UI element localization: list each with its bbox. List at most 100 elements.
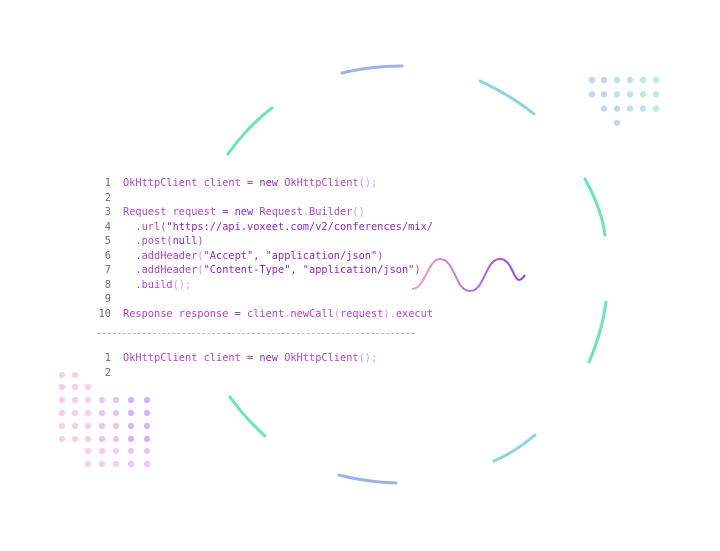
dot <box>613 105 621 112</box>
dot <box>112 422 120 430</box>
code-token: (); <box>358 177 378 189</box>
code-token: newCall <box>290 307 334 320</box>
dot <box>98 435 106 443</box>
dot <box>71 383 79 391</box>
dot <box>71 422 79 430</box>
code-token: null <box>172 235 198 247</box>
code-token: .addHeader <box>123 264 198 276</box>
dot <box>98 447 106 455</box>
dot <box>588 76 596 84</box>
code-text: .build(); <box>123 278 191 293</box>
code-line: 2 <box>98 191 418 206</box>
code-line: 7 .addHeader("Content-Type", "applicatio… <box>98 263 421 278</box>
dot <box>58 371 66 379</box>
line-number: 1 <box>104 177 111 189</box>
code-token: "Accept", "application/json" <box>203 249 378 262</box>
line-number: 9 <box>104 293 111 305</box>
dot <box>71 396 79 404</box>
dot <box>613 119 621 127</box>
code-line: 8 .build(); <box>98 278 418 293</box>
code-token: .post( <box>123 235 173 247</box>
dot <box>58 435 66 443</box>
ring-arc-right-upper <box>583 177 607 237</box>
dot <box>98 396 106 404</box>
ring-arc-bottom <box>337 473 398 485</box>
dot <box>127 460 135 468</box>
line-number: 1 <box>104 352 111 364</box>
code-token: ( <box>333 307 341 320</box>
dot <box>143 460 151 468</box>
dot <box>639 76 647 84</box>
line-number: 5 <box>104 235 111 247</box>
code-token: OkHttpClient <box>278 177 359 189</box>
code-line: 1 OkHttpClient client = new OkHttpClient(… <box>98 176 418 191</box>
code-token: OkHttpClient client <box>123 352 247 364</box>
code-token: = new <box>247 352 278 364</box>
code-text: .url("https://api.voxeet.com/v2/conferen… <box>123 220 433 235</box>
dot <box>58 422 66 430</box>
dot <box>84 447 92 455</box>
dot <box>143 409 151 417</box>
dot <box>84 396 92 404</box>
dot <box>71 435 79 443</box>
code-token: Builder <box>309 206 353 218</box>
dot <box>600 76 608 84</box>
dot <box>112 447 120 455</box>
dot <box>84 435 92 443</box>
dot <box>600 91 608 98</box>
line-number: 7 <box>104 264 111 276</box>
ring-arc-right-lower <box>587 300 608 364</box>
code-text: .addHeader("Accept", "application/json") <box>123 249 383 264</box>
code-token: .addHeader <box>123 249 198 262</box>
dot <box>143 396 151 404</box>
dot <box>143 435 151 443</box>
line-number: 2 <box>104 191 111 204</box>
dot <box>98 409 106 417</box>
dot <box>127 396 135 404</box>
code-token: ) <box>377 249 384 262</box>
code-token: OkHttpClient client <box>123 177 247 189</box>
dot <box>127 422 135 430</box>
code-text: OkHttpClient client = new OkHttpClient()… <box>123 176 377 191</box>
code-token: . <box>302 206 310 218</box>
line-number: 6 <box>104 249 111 262</box>
dot <box>112 396 120 404</box>
dot <box>652 91 660 98</box>
dot <box>58 409 66 417</box>
code-token: Response response <box>123 307 235 320</box>
dot <box>613 76 621 84</box>
dot <box>84 383 92 391</box>
code-text: .addHeader("Content-Type", "application/… <box>123 263 420 278</box>
dot <box>626 91 634 98</box>
code-line: 6 .addHeader("Accept", "application/json… <box>98 249 418 264</box>
code-token: ) <box>197 235 204 247</box>
dot <box>112 460 120 468</box>
code-snippet-2: 1 OkHttpClient client = new OkHttpClient(… <box>98 351 418 380</box>
dot <box>98 422 106 430</box>
dot <box>84 460 92 468</box>
code-token: = new <box>222 206 254 218</box>
code-token: = <box>234 307 247 320</box>
code-text: Response response = client.newCall(reque… <box>123 307 433 322</box>
dashed-ring <box>226 64 608 485</box>
dot <box>143 422 151 430</box>
code-token: OkHttpClient <box>278 352 359 364</box>
line-number: 3 <box>104 206 111 218</box>
code-text: OkHttpClient client = new OkHttpClient()… <box>123 351 377 366</box>
dot <box>84 409 92 417</box>
code-token: ( <box>197 249 204 262</box>
code-token: "Content-Type", "application/json" <box>203 264 415 276</box>
code-token: "https://api.voxeet.com/v2/conferences/m… <box>166 220 433 233</box>
dot <box>112 435 120 443</box>
dot <box>127 447 135 455</box>
dot <box>71 409 79 417</box>
code-token: = new <box>247 177 278 189</box>
dot <box>588 91 596 98</box>
dot <box>626 105 634 112</box>
code-token: .build <box>123 278 173 291</box>
dot <box>84 422 92 430</box>
dot <box>71 371 79 379</box>
dot <box>58 383 66 391</box>
